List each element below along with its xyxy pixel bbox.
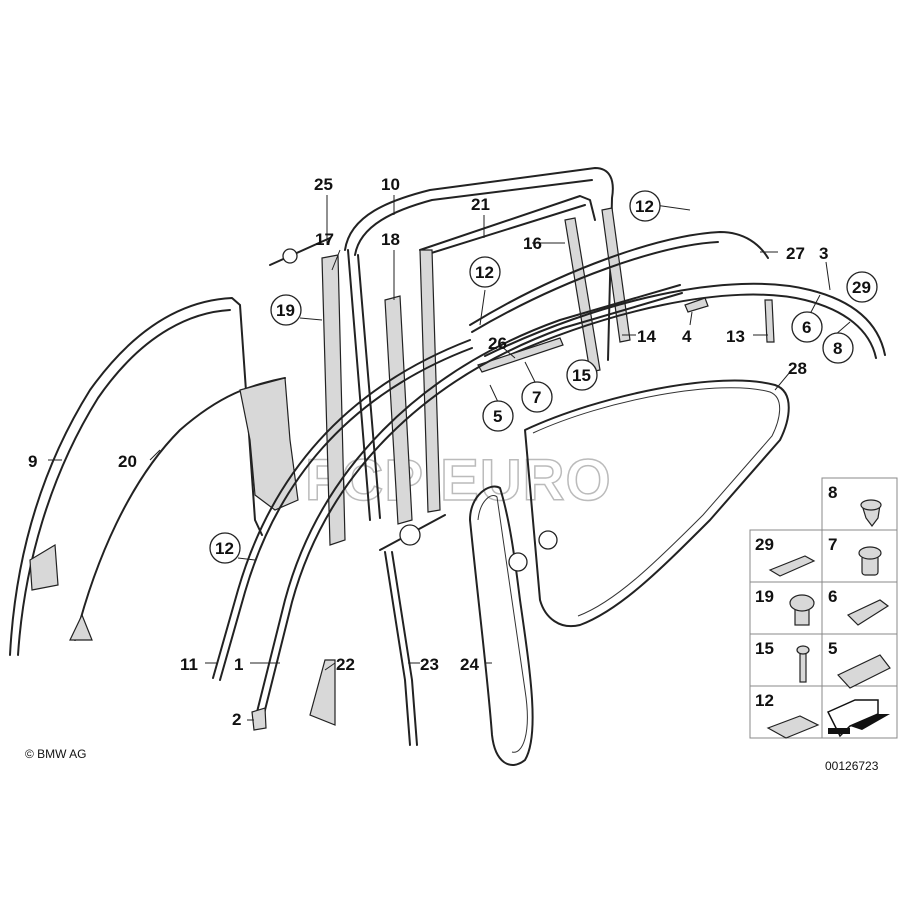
legend-label-6: 6 <box>828 587 837 606</box>
part-26 <box>477 337 564 373</box>
part-14 <box>601 207 631 343</box>
watermark: FCP EURO <box>305 448 612 513</box>
callout-4: 4 <box>682 327 692 346</box>
part-25-badge <box>269 237 331 266</box>
callout-12-a: 12 <box>635 197 654 216</box>
legend-label-5: 5 <box>828 639 837 658</box>
legend-label-12: 12 <box>755 691 774 710</box>
callout-2: 2 <box>232 710 241 729</box>
drawing-number: 00126723 <box>825 759 879 773</box>
callouts: 25 10 21 27 3 17 18 16 26 14 4 13 28 9 2… <box>28 175 828 729</box>
callout-10: 10 <box>381 175 400 194</box>
callout-8: 8 <box>833 339 842 358</box>
part-20-seal <box>69 377 299 641</box>
callout-11: 11 <box>180 655 198 674</box>
callout-3: 3 <box>819 244 828 263</box>
callout-29: 29 <box>852 278 871 297</box>
part-28-glass-seal <box>524 379 790 628</box>
part-23 <box>379 514 446 746</box>
part-16 <box>564 217 601 373</box>
part-21 <box>419 195 596 256</box>
callout-20: 20 <box>118 452 137 471</box>
callout-21: 21 <box>471 195 490 214</box>
circled-callouts: 12 29 19 12 6 8 15 7 5 12 <box>209 190 878 564</box>
callout-27: 27 <box>786 244 805 263</box>
part-10-door-seal <box>344 167 614 361</box>
part-11-moulding <box>212 339 473 681</box>
part-3-strip <box>484 282 886 365</box>
legend-label-7: 7 <box>828 535 837 554</box>
copyright: © BMW AG <box>25 747 87 761</box>
callout-12-b: 12 <box>475 263 494 282</box>
part-2 <box>251 707 267 731</box>
callout-1: 1 <box>234 655 243 674</box>
leader-lines <box>48 195 851 721</box>
callout-17: 17 <box>315 230 334 249</box>
part-12-upper-strip <box>469 231 769 333</box>
part-1-moulding <box>254 284 683 723</box>
legend-label-15: 15 <box>755 639 774 658</box>
callout-19: 19 <box>276 301 295 320</box>
part-4 <box>684 297 709 313</box>
hardware-legend: 8 29 7 19 6 15 5 12 <box>749 477 898 739</box>
part-9-frame <box>9 297 263 656</box>
legend-label-19: 19 <box>755 587 774 606</box>
callout-14: 14 <box>637 327 656 346</box>
part-13 <box>764 299 775 343</box>
callout-24: 24 <box>460 655 479 674</box>
callout-6: 6 <box>802 318 811 337</box>
part-22 <box>309 659 336 726</box>
legend-label-29: 29 <box>755 535 774 554</box>
callout-12-c: 12 <box>215 539 234 558</box>
callout-23: 23 <box>420 655 439 674</box>
part-18 <box>384 295 413 525</box>
callout-13: 13 <box>726 327 745 346</box>
callout-28: 28 <box>788 359 807 378</box>
callout-7: 7 <box>532 388 541 407</box>
callout-25: 25 <box>314 175 333 194</box>
callout-15: 15 <box>572 366 591 385</box>
callout-16: 16 <box>523 234 542 253</box>
callout-26: 26 <box>488 334 507 353</box>
legend-label-8: 8 <box>828 483 837 502</box>
part-24-seal <box>469 485 534 766</box>
callout-5: 5 <box>493 407 502 426</box>
callout-18: 18 <box>381 230 400 249</box>
callout-22: 22 <box>336 655 355 674</box>
callout-9: 9 <box>28 452 37 471</box>
part-17 <box>321 254 346 546</box>
